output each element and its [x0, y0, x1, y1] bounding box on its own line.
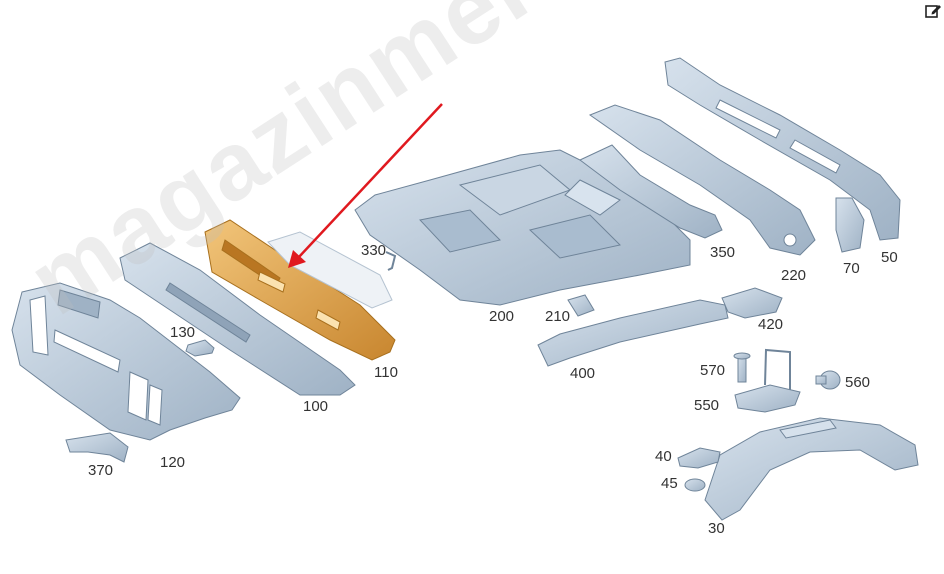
callout-50[interactable]: 50 [881, 249, 898, 266]
part-400-rail[interactable] [537, 299, 729, 367]
part-120-frame[interactable] [11, 282, 241, 441]
part-200-floor-panel[interactable] [354, 149, 691, 306]
callout-45[interactable]: 45 [661, 475, 678, 492]
callout-110[interactable]: 110 [374, 364, 398, 381]
part-70-bracket[interactable] [835, 197, 865, 253]
callout-570[interactable]: 570 [700, 362, 726, 379]
callout-200[interactable]: 200 [489, 308, 515, 325]
callout-420[interactable]: 420 [758, 316, 784, 333]
callout-220[interactable]: 220 [781, 267, 807, 284]
part-45-plug[interactable] [684, 478, 706, 492]
callout-550[interactable]: 550 [694, 397, 720, 414]
part-550-holder[interactable] [734, 348, 801, 413]
part-560-plug[interactable] [815, 370, 841, 390]
callout-400[interactable]: 400 [570, 365, 596, 382]
part-420-bracket[interactable] [721, 287, 783, 319]
callout-70[interactable]: 70 [843, 260, 860, 277]
callout-370[interactable]: 370 [88, 462, 114, 479]
part-30-wheel-house[interactable] [704, 417, 919, 521]
callout-30[interactable]: 30 [708, 520, 725, 537]
callout-40[interactable]: 40 [655, 448, 672, 465]
pointer-arrow [288, 103, 443, 268]
callout-130[interactable]: 130 [170, 324, 196, 341]
callout-120[interactable]: 120 [160, 454, 186, 471]
part-210-plate[interactable] [567, 294, 595, 317]
part-350-crossmember[interactable] [579, 144, 723, 239]
part-100-rail[interactable] [119, 242, 356, 396]
callout-330[interactable]: 330 [361, 242, 387, 259]
callout-210[interactable]: 210 [545, 308, 571, 325]
callout-560[interactable]: 560 [845, 374, 871, 391]
pencil-square-icon[interactable] [924, 2, 942, 20]
part-220-channel[interactable] [588, 104, 816, 256]
part-330-clip[interactable] [385, 251, 397, 271]
part-110-member-highlighted[interactable] [204, 219, 396, 361]
part-130-bracket[interactable] [185, 339, 215, 357]
part-570-bolt[interactable] [733, 352, 751, 383]
part-40-grommet[interactable] [677, 447, 721, 469]
part-370-reinforcement[interactable] [65, 432, 129, 463]
callout-350[interactable]: 350 [710, 244, 736, 261]
part-50-rear-crossmember[interactable] [664, 57, 901, 241]
callout-100[interactable]: 100 [303, 398, 329, 415]
